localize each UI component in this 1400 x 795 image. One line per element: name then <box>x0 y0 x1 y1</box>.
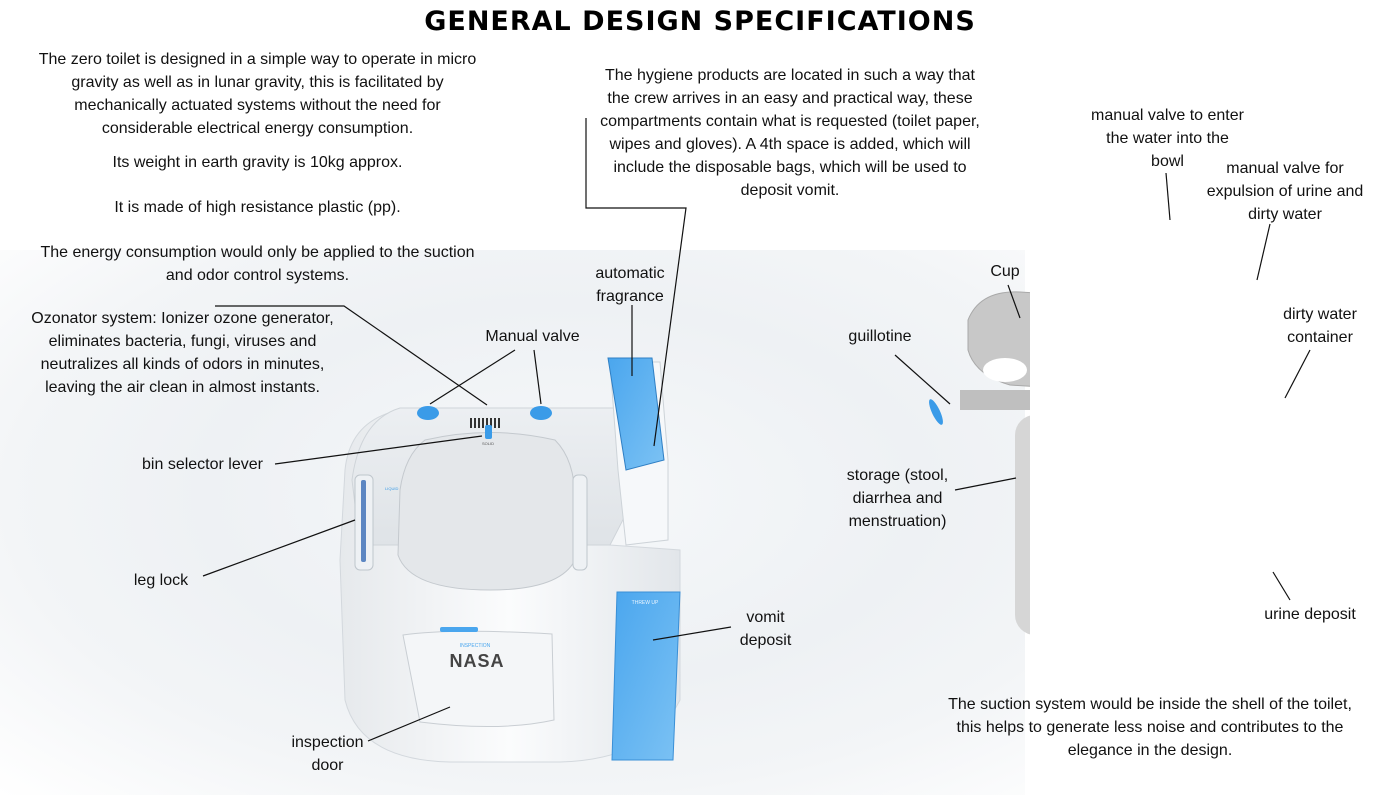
valve-urine-leader <box>1256 223 1271 281</box>
storage-cylinder <box>1015 415 1030 635</box>
cup-label: Cup <box>990 263 1020 280</box>
seat-lid <box>397 432 576 591</box>
ozonator-note: Ozonator system: Ionizer ozone generator… <box>31 310 334 396</box>
weight-note: Its weight in earth gravity is 10kg appr… <box>112 154 403 171</box>
storage-leader <box>954 477 1017 491</box>
vomit-leader <box>652 626 732 641</box>
guillotine-plate <box>960 390 1030 410</box>
leg-lock-leader <box>202 519 356 577</box>
manual-valve-leader-right <box>533 349 542 405</box>
storage-label: storage (stool, diarrhea and menstruatio… <box>846 467 949 530</box>
suction-note: The suction system would be inside the s… <box>948 696 1352 759</box>
threw-up-marking: THREW UP <box>632 600 659 606</box>
hygiene-note: The hygiene products are located in such… <box>600 67 980 199</box>
guillotine-leader <box>894 354 951 405</box>
valve-water-label: manual valve to enter the water into the… <box>1091 107 1244 170</box>
liquid-marking: LIQUID <box>385 486 398 491</box>
guillotine-handle <box>929 399 943 425</box>
zero-toilet-render: SOLID LIQUID INSPECTION NASA THREW UP <box>339 291 1030 763</box>
nasa-logo: NASA <box>449 651 504 671</box>
leg-lock-right <box>572 474 588 571</box>
internal-components-render <box>929 291 1030 635</box>
dirty-water-container-label: dirty water container <box>1283 306 1357 346</box>
leg-lock-label: leg lock <box>133 572 189 589</box>
inspection-marking: INSPECTION <box>460 643 491 649</box>
inspection-door-label: inspection door <box>291 734 364 774</box>
ozonator-vent <box>470 418 500 428</box>
solid-marking: SOLID <box>482 441 494 446</box>
material-note: It is made of high resistance plastic (p… <box>114 199 401 216</box>
inspection-leader <box>367 706 451 742</box>
automatic-fragrance-tray <box>607 357 665 471</box>
inspection-door <box>402 630 555 728</box>
ozonator-leader <box>215 305 488 406</box>
page-title: General Design Specifications <box>424 6 976 37</box>
valve-urine-label: manual valve for expulsion of urine and … <box>1206 160 1364 223</box>
manual-valve-label: Manual valve <box>485 328 580 345</box>
valve-water-leader <box>1165 172 1171 221</box>
manual-valve-left <box>417 406 439 420</box>
vomit-deposit-panel <box>611 591 681 761</box>
vomit-deposit-label: vomit deposit <box>739 609 792 649</box>
dirty-water-leader <box>1284 349 1311 399</box>
hygiene-leader <box>585 118 687 447</box>
urine-deposit-label: urine deposit <box>1264 606 1356 623</box>
manual-valve-leader-left <box>429 349 516 405</box>
intro-paragraph: The zero toilet is designed in a simple … <box>38 51 477 137</box>
automatic-fragrance-label: automatic fragrance <box>595 265 665 305</box>
cup-leader <box>1007 284 1021 319</box>
energy-note: The energy consumption would only be app… <box>40 244 475 284</box>
guillotine-label: guillotine <box>848 328 912 345</box>
bin-lever-leader <box>274 435 483 465</box>
manual-valve-right <box>530 406 552 420</box>
bin-selector-lever-label: bin selector lever <box>142 456 263 473</box>
urine-deposit-leader <box>1272 571 1291 601</box>
bin-selector-lever <box>485 425 492 439</box>
